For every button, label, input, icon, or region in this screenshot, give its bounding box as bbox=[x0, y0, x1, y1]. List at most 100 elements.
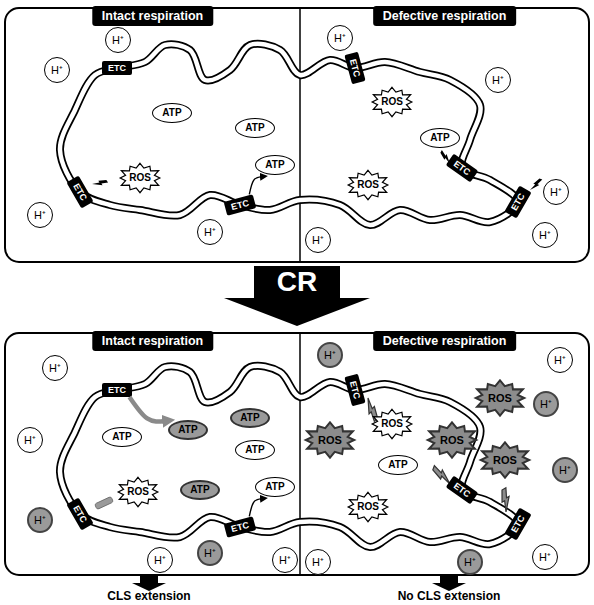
ros-label: ROS bbox=[493, 455, 517, 466]
proton-label: H⁺ bbox=[559, 465, 571, 476]
etc-complex: ETC bbox=[344, 374, 365, 407]
proton-circle: H⁺ bbox=[485, 67, 511, 93]
proton-circle: H⁺ bbox=[197, 219, 223, 245]
ros-burst-outline bbox=[372, 409, 412, 438]
proton-circle: H⁺ bbox=[532, 544, 558, 570]
proton-circle: H⁺ bbox=[305, 227, 331, 253]
atp-oval: ATP bbox=[378, 455, 418, 475]
atp-oval: ATP bbox=[235, 440, 275, 460]
atp-label: ATP bbox=[388, 460, 407, 470]
atp-label: ATP bbox=[245, 445, 264, 455]
proton-circle: H⁺ bbox=[533, 391, 559, 417]
membrane-lumen bbox=[60, 366, 518, 547]
proton-circle: H⁺ bbox=[44, 57, 70, 83]
ros-burst: ROS bbox=[116, 477, 160, 507]
etc-label: ETC bbox=[108, 386, 126, 395]
ros-bolt bbox=[496, 488, 517, 512]
ros-burst: ROS bbox=[370, 87, 414, 117]
etc-label: ETC bbox=[452, 481, 472, 499]
proton-label: H⁺ bbox=[154, 555, 166, 566]
ros-burst: ROS bbox=[346, 492, 390, 522]
ros-burst: ROS bbox=[478, 442, 532, 478]
outcome-arrow bbox=[432, 576, 466, 591]
etc-label: ETC bbox=[72, 504, 89, 524]
proton-circle: H⁺ bbox=[272, 547, 298, 573]
ros-label: ROS bbox=[381, 97, 403, 107]
atp-label: ATP bbox=[265, 482, 284, 492]
blocked-bar bbox=[95, 496, 114, 509]
atp-oval: ATP bbox=[168, 420, 208, 440]
panel-half: Defective respirationH⁺H⁺H⁺H⁺H⁺H⁺H⁺ETCET… bbox=[300, 333, 589, 575]
ros-burst: ROS bbox=[370, 409, 414, 439]
proton-circle: H⁺ bbox=[42, 355, 68, 381]
ros-label: ROS bbox=[318, 435, 342, 446]
outcome-label: CLS extension bbox=[107, 589, 190, 603]
ros-burst-outline bbox=[372, 87, 412, 116]
ros-label: ROS bbox=[357, 180, 379, 190]
proton-circle: H⁺ bbox=[17, 427, 43, 453]
ros-bolt bbox=[530, 177, 542, 193]
blocked-bar bbox=[95, 496, 114, 509]
outcome-arrow bbox=[132, 576, 166, 591]
proton-label: H⁺ bbox=[539, 230, 551, 241]
etc-complex: ETC bbox=[66, 176, 93, 209]
panel-frame bbox=[5, 333, 589, 575]
proton-label: H⁺ bbox=[464, 557, 476, 568]
ros-label: ROS bbox=[488, 393, 512, 404]
proton-circle: H⁺ bbox=[547, 347, 573, 373]
ros-burst: ROS bbox=[303, 422, 357, 458]
panel-half: Intact respirationH⁺H⁺H⁺H⁺ETCETCETCATPAT… bbox=[5, 8, 300, 262]
etc-complex: ETC bbox=[66, 498, 93, 531]
panel-half: Defective respirationH⁺H⁺H⁺H⁺H⁺ETCETCETC… bbox=[300, 8, 589, 262]
proton-circle: H⁺ bbox=[105, 27, 131, 53]
proton-label: H⁺ bbox=[492, 75, 504, 86]
membrane-lumen bbox=[60, 44, 518, 225]
proton-circle: H⁺ bbox=[305, 549, 331, 575]
proton-circle: H⁺ bbox=[457, 549, 483, 575]
etc-complex: ETC bbox=[344, 52, 365, 85]
atp-oval: ATP bbox=[255, 155, 295, 175]
etc-atp-arrow bbox=[249, 499, 261, 517]
atp-oval: ATP bbox=[180, 480, 220, 500]
proton-circle: H⁺ bbox=[27, 202, 53, 228]
membrane-group bbox=[60, 44, 518, 547]
proton-label: H⁺ bbox=[279, 555, 291, 566]
proton-label: H⁺ bbox=[49, 363, 61, 374]
outcome-label: No CLS extension bbox=[398, 589, 501, 603]
etc-complex: ETC bbox=[504, 186, 531, 219]
etc-atp-arrow bbox=[129, 397, 164, 422]
ros-burst: ROS bbox=[118, 163, 162, 193]
membrane-outline bbox=[60, 44, 518, 225]
atp-label: ATP bbox=[430, 133, 449, 143]
atp-oval: ATP bbox=[255, 477, 295, 497]
atp-label: ATP bbox=[245, 123, 264, 133]
etc-label: ETC bbox=[72, 182, 89, 202]
atp-label: ATP bbox=[190, 485, 209, 495]
atp-label: ATP bbox=[265, 160, 284, 170]
etc-complex: ETC bbox=[224, 194, 257, 215]
atp-oval: ATP bbox=[420, 128, 460, 148]
proton-circle: H⁺ bbox=[543, 179, 569, 205]
proton-label: H⁺ bbox=[540, 399, 552, 410]
proton-circle: H⁺ bbox=[327, 25, 353, 51]
etc-label: ETC bbox=[348, 58, 361, 78]
proton-label: H⁺ bbox=[24, 435, 36, 446]
cr-arrow: CR bbox=[224, 266, 370, 326]
panel-heading: Defective respiration bbox=[373, 331, 517, 351]
ros-bolt bbox=[92, 176, 108, 191]
proton-label: H⁺ bbox=[550, 187, 562, 198]
ros-label: ROS bbox=[381, 419, 403, 429]
ros-label: ROS bbox=[440, 435, 464, 446]
ros-label: ROS bbox=[357, 502, 379, 512]
etc-atp-arrow bbox=[249, 177, 261, 195]
panel-heading: Intact respiration bbox=[92, 331, 213, 351]
ros-bolt bbox=[530, 177, 542, 193]
ros-burst-outline bbox=[348, 492, 388, 521]
proton-label: H⁺ bbox=[334, 33, 346, 44]
ros-burst-outline bbox=[348, 170, 388, 199]
proton-circle: H⁺ bbox=[552, 457, 578, 483]
etc-complex: ETC bbox=[102, 61, 132, 75]
etc-complex: ETC bbox=[446, 154, 479, 183]
proton-circle: H⁺ bbox=[532, 222, 558, 248]
